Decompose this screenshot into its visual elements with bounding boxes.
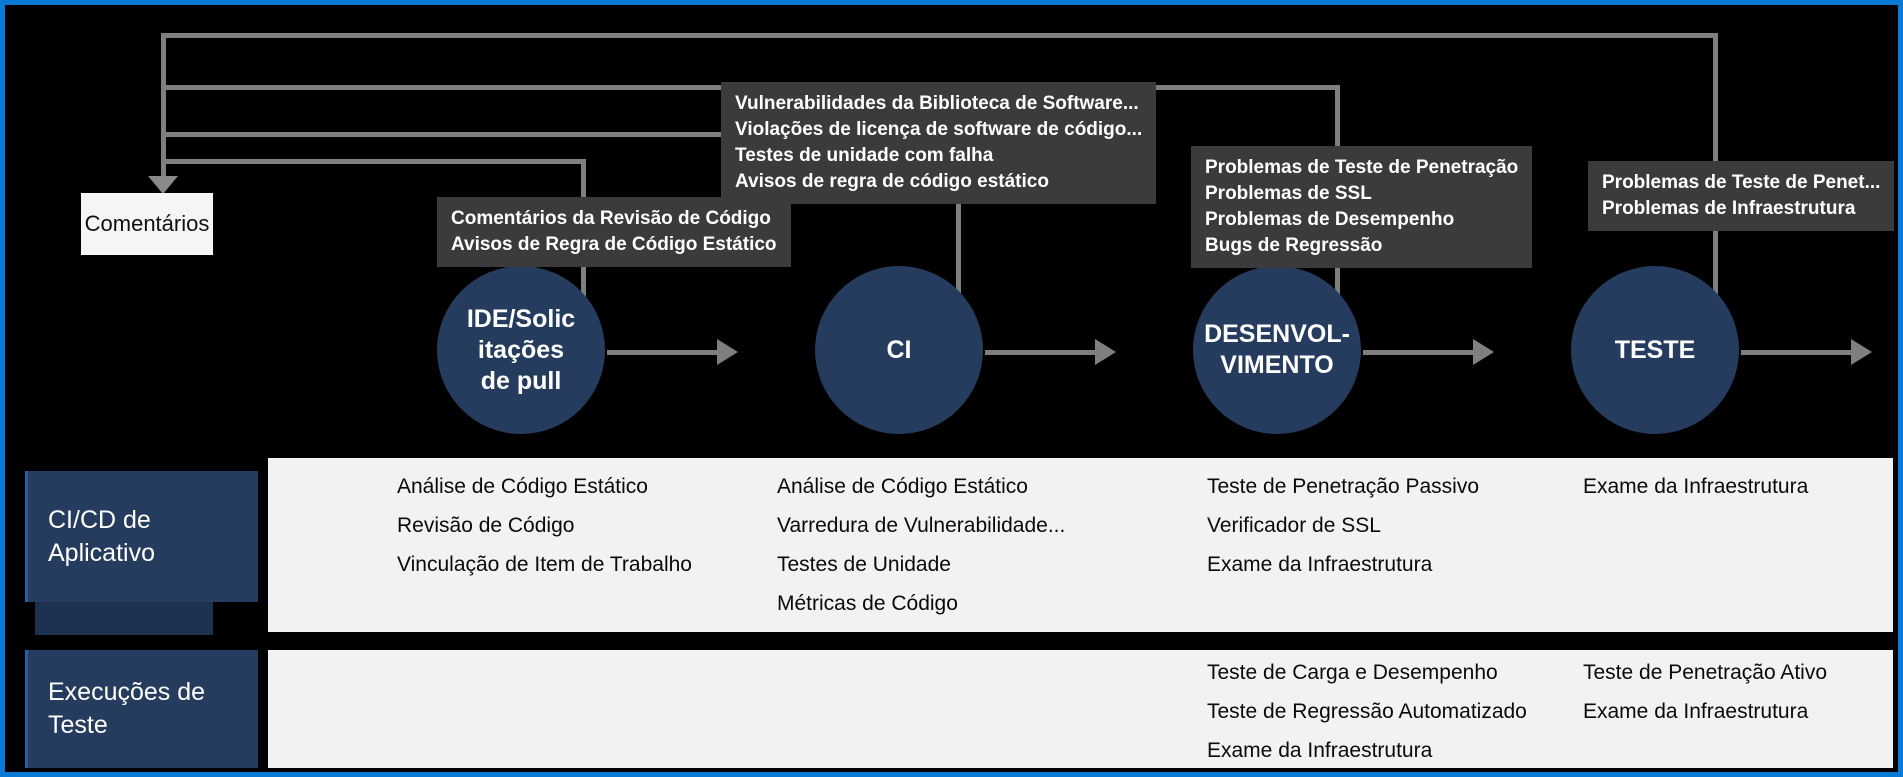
capability-item: Exame da Infraestrutura	[1583, 475, 1809, 498]
callout-line: Bugs de Regressão	[1205, 235, 1383, 256]
callout-line: Problemas de Teste de Penet...	[1602, 172, 1881, 193]
stage-circle-desenvolvimento: DESENVOL- VIMENTO	[1193, 266, 1361, 434]
capability-item: Testes de Unidade	[777, 553, 951, 576]
row-band-test-runs	[268, 650, 1893, 768]
stage-label-line: IDE/Solic	[466, 304, 576, 333]
stage-label-line: itações	[477, 335, 565, 364]
row-label-line: Aplicativo	[48, 538, 155, 567]
row-label-cicd-tab	[35, 602, 213, 635]
flow-arrow-ide-to-ci	[607, 350, 717, 355]
flow-arrow-test-out	[1741, 350, 1851, 355]
callout-test-feedback: Problemas de Teste de Penet... Problemas…	[1588, 161, 1895, 231]
row-label-line: Execuções de	[48, 678, 206, 706]
capability-item: Teste de Penetração Passivo	[1207, 475, 1479, 498]
capability-item: Análise de Código Estático	[777, 475, 1028, 498]
cicd-column-ci: Análise de Código Estático Varredura de …	[777, 467, 1065, 623]
test-runs-column-test: Teste de Penetração Ativo Exame da Infra…	[1583, 653, 1827, 731]
capability-item: Varredura de Vulnerabilidade...	[777, 514, 1066, 537]
stage-label-line: de pull	[480, 366, 562, 395]
callout-ci-feedback: Vulnerabilidades da Biblioteca de Softwa…	[721, 82, 1157, 204]
flow-arrowhead-dev-to-test-icon	[1473, 339, 1494, 365]
capability-item: Métricas de Código	[777, 592, 958, 615]
stage-circle-teste: TESTE	[1571, 266, 1739, 434]
row-label-line: CI/CD de	[48, 505, 151, 534]
capability-item: Teste de Carga e Desempenho	[1207, 661, 1498, 684]
row-label-test-runs: Execuções de Teste	[25, 650, 258, 768]
feedback-line-test-drop	[1713, 33, 1718, 164]
row-band-cicd	[268, 458, 1893, 632]
feedback-line-dev-drop	[1335, 85, 1340, 151]
row-label-cicd: CI/CD de Aplicativo	[25, 471, 258, 602]
row-label-line: Teste	[48, 711, 108, 739]
comments-box: Comentários	[81, 193, 213, 255]
capability-item: Exame da Infraestrutura	[1207, 739, 1433, 762]
flow-arrowhead-ide-to-ci-icon	[717, 339, 738, 365]
capability-item: Análise de Código Estático	[397, 475, 648, 498]
feedback-line-ide	[161, 159, 586, 164]
cicd-column-ide: Análise de Código Estático Revisão de Có…	[397, 467, 692, 584]
stage-label-line: DESENVOL-	[1204, 320, 1350, 348]
callout-line: Problemas de Teste de Penetração	[1205, 157, 1519, 178]
flow-arrow-ci-to-dev	[985, 350, 1095, 355]
capability-item: Vinculação de Item de Trabalho	[397, 553, 692, 576]
callout-line: Avisos de Regra de Código Estático	[451, 234, 777, 255]
callout-line: Testes de unidade com falha	[735, 145, 994, 166]
capability-item: Verificador de SSL	[1207, 514, 1381, 537]
comments-label: Comentários	[84, 211, 210, 236]
callout-stem-ci	[956, 203, 961, 305]
stage-circle-ci: CI	[815, 266, 983, 434]
stage-label-line: TESTE	[1614, 335, 1696, 364]
capability-item: Exame da Infraestrutura	[1207, 553, 1433, 576]
flow-arrow-dev-to-test	[1363, 350, 1473, 355]
callout-line: Comentários da Revisão de Código	[451, 208, 771, 229]
callout-line: Vulnerabilidades da Biblioteca de Softwa…	[735, 93, 1139, 114]
capability-item: Revisão de Código	[397, 514, 575, 537]
callout-stem-dev	[1335, 243, 1340, 305]
capability-item: Teste de Penetração Ativo	[1583, 661, 1827, 684]
cicd-column-test: Exame da Infraestrutura	[1583, 467, 1808, 506]
callout-stem-ide	[581, 253, 586, 305]
flow-arrowhead-ci-to-dev-icon	[1095, 339, 1116, 365]
callout-line: Avisos de regra de código estático	[735, 171, 1049, 192]
cicd-column-dev: Teste de Penetração Passivo Verificador …	[1207, 467, 1479, 584]
callout-line: Violações de licença de software de códi…	[735, 119, 1143, 140]
feedback-main-vertical-line	[161, 33, 166, 178]
callout-dev-feedback: Problemas de Teste de Penetração Problem…	[1191, 146, 1533, 268]
flow-arrowhead-test-out-icon	[1851, 339, 1872, 365]
capability-item: Teste de Regressão Automatizado	[1207, 700, 1527, 723]
callout-ide-feedback: Comentários da Revisão de Código Avisos …	[437, 197, 791, 267]
capability-item: Exame da Infraestrutura	[1583, 700, 1809, 723]
feedback-line-ci	[161, 132, 724, 137]
feedback-line-test	[161, 33, 1718, 38]
callout-stem-test	[1713, 215, 1718, 305]
callout-line: Problemas de Desempenho	[1205, 209, 1455, 230]
stage-circle-ide: IDE/Solic itações de pull	[437, 266, 605, 434]
feedback-arrow-down-icon	[148, 176, 178, 194]
feedback-line-ide-drop	[581, 159, 586, 201]
callout-line: Problemas de Infraestrutura	[1602, 198, 1856, 219]
stage-label-line: VIMENTO	[1220, 351, 1334, 379]
test-runs-column-dev: Teste de Carga e Desempenho Teste de Reg…	[1207, 653, 1527, 770]
stage-label-line: CI	[886, 335, 912, 364]
callout-line: Problemas de SSL	[1205, 183, 1372, 204]
